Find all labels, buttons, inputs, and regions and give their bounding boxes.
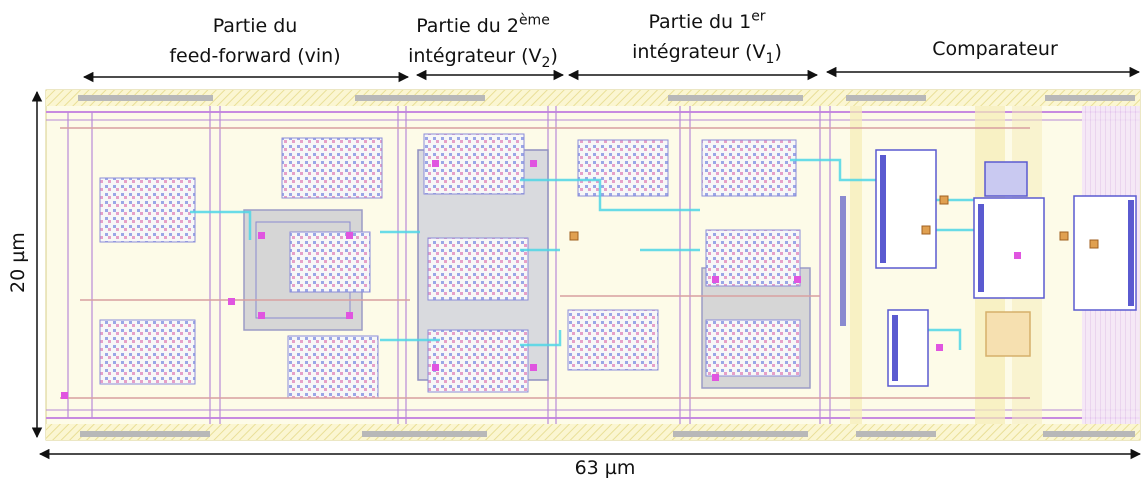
int1-label-line1: Partie du 1er [648,8,766,33]
int1-label-line2: intégrateur (V1) [632,41,782,67]
chip-layout [45,89,1141,441]
width-dimension-label: 63 µm [574,457,636,479]
int2-label-line1: Partie du 2ème [416,12,550,37]
cell-blocks [99,133,801,399]
int2-label-line2: intégrateur (V2) [408,45,558,71]
feedforward-section-label: Partie du feed-forward (vin) [150,14,360,68]
section-arrows [82,66,1141,83]
feedforward-label-line2: feed-forward (vin) [169,45,341,67]
comparator-section-label: Comparateur [932,38,1058,60]
dimension-arrows [31,90,1142,460]
int1-section-label: Partie du 1er intégrateur (V1) [612,8,802,67]
feedforward-label-line1: Partie du [212,15,298,37]
int2-section-label: Partie du 2ème intégrateur (V2) [398,12,568,71]
